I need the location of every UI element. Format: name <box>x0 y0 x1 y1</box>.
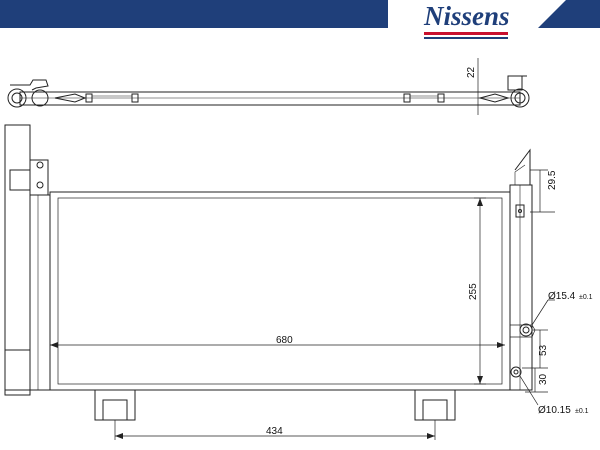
left-tank <box>29 194 51 391</box>
dim-outlet-offset: 30 <box>538 373 549 385</box>
dim-mount-spacing: 434 <box>266 426 283 437</box>
right-pipe-inner <box>514 92 526 104</box>
left-mount-plate <box>30 159 49 196</box>
left-pipe-outer <box>7 88 27 108</box>
right-pipe-outer <box>510 88 530 108</box>
right-mount-tab <box>515 204 525 218</box>
right-block <box>507 75 523 91</box>
dim-inlet-pipe: Ø15.4 <box>548 291 576 302</box>
core-inner <box>57 197 503 385</box>
dim-outlet-tolerance: ±0.1 <box>575 408 589 415</box>
slot-left <box>54 93 87 103</box>
header-bar-right <box>538 0 600 28</box>
outlet-port-outer <box>510 366 522 378</box>
dimension-lines <box>50 169 555 440</box>
dim-bracket-offset: 29.5 <box>547 170 558 190</box>
bottom-mount-right <box>414 390 456 421</box>
core-outer <box>49 191 511 391</box>
dim-core-width: 680 <box>276 335 293 346</box>
left-bracket <box>4 124 31 396</box>
arrowheads <box>50 198 505 439</box>
brand-logo-text: Nissens <box>423 1 510 31</box>
left-bracket-lower <box>4 349 31 391</box>
dim-outlet-pipe: Ø10.15 <box>538 405 571 416</box>
dim-inlet-tolerance: ±0.1 <box>579 294 593 301</box>
left-clip <box>10 79 49 91</box>
right-top-bracket <box>514 148 531 185</box>
top-view-body <box>19 91 521 106</box>
inlet-port-outer <box>519 323 533 337</box>
header-bar-left <box>0 0 388 28</box>
left-pipe-inner <box>11 92 23 104</box>
dim-top-height: 22 <box>466 66 477 78</box>
logo-red-stripe <box>424 32 508 35</box>
bottom-mount-left <box>94 390 136 421</box>
slot-right <box>478 93 510 103</box>
top-view <box>7 58 530 115</box>
dim-core-height: 255 <box>468 283 479 300</box>
outlet-port-inner <box>513 369 519 375</box>
dim-port-spacing: 53 <box>538 344 549 356</box>
left-fitting <box>31 89 49 107</box>
brand-logo: Nissens <box>423 1 510 39</box>
left-bracket-tab <box>9 169 31 191</box>
right-tank <box>509 184 533 391</box>
front-view <box>4 124 536 421</box>
inlet-port-inner <box>522 326 530 334</box>
logo-blue-stripe <box>424 37 508 39</box>
